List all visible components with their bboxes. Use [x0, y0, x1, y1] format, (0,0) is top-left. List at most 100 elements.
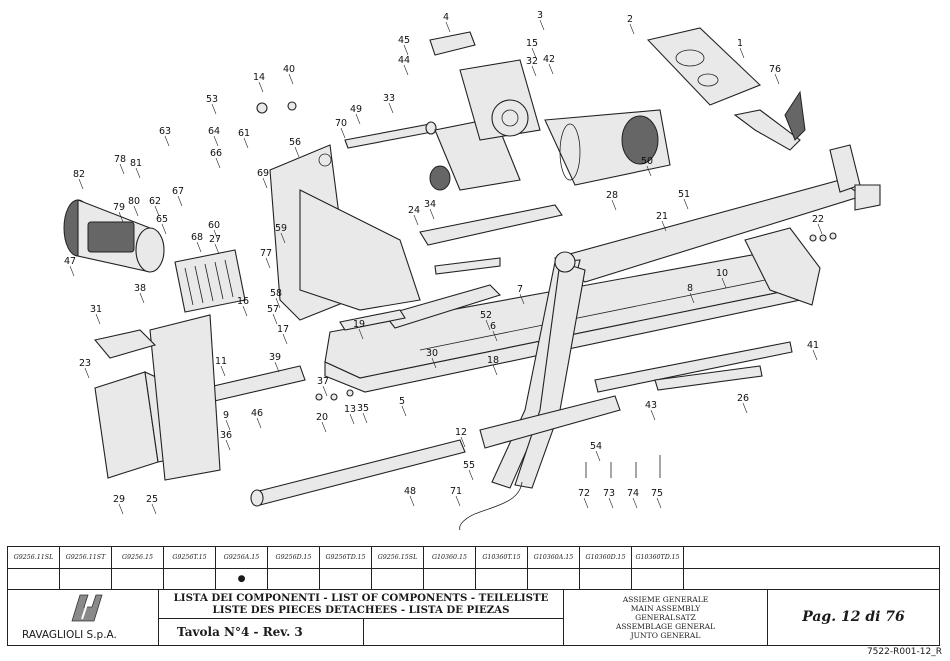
- leader-line-82: [78, 178, 84, 190]
- assembly-fr: ASSEMBLAGE GENERAL: [615, 621, 716, 631]
- callout-4: 4: [443, 12, 449, 23]
- callout-13: 13: [344, 404, 356, 415]
- callout-64: 64: [208, 126, 220, 137]
- model-mark-cell: [320, 568, 372, 589]
- model-code-cell: G10360T.15: [476, 547, 528, 568]
- component-list-line-2: LISTE DES PIECES DETACHEES - LISTA DE PI…: [212, 603, 510, 616]
- callout-25: 25: [146, 494, 158, 505]
- model-mark-cell: [580, 568, 632, 589]
- slide-52: [384, 284, 502, 329]
- callout-40: 40: [283, 64, 295, 75]
- callout-14: 14: [253, 72, 265, 83]
- leader-line-22: [817, 223, 823, 235]
- model-code-cell: G10360TD.15: [632, 547, 684, 568]
- assembly-name: ASSIEME GENERALE MAIN ASSEMBLY GENERALSA…: [564, 589, 768, 645]
- leader-line-11: [220, 365, 226, 377]
- assembly-de: GENERALSATZ: [635, 612, 696, 622]
- callout-75: 75: [651, 488, 663, 499]
- callout-81: 81: [130, 158, 142, 169]
- callout-11: 11: [215, 356, 227, 367]
- callout-45: 45: [398, 35, 410, 46]
- leader-line-13: [349, 413, 355, 425]
- callout-46: 46: [251, 408, 263, 419]
- model-spare-cell: [684, 547, 939, 568]
- callout-33: 33: [383, 93, 395, 104]
- callout-69: 69: [257, 168, 269, 179]
- callout-52: 52: [480, 310, 492, 321]
- model-mark-cell: [476, 568, 528, 589]
- model-mark-cell: [372, 568, 424, 589]
- model-code-cell: G9256.11SL: [8, 547, 60, 568]
- callout-73: 73: [603, 488, 615, 499]
- leader-line-2: [629, 23, 635, 35]
- callout-9: 9: [223, 410, 229, 421]
- leader-line-30: [431, 357, 437, 369]
- assembly-es: JUNTO GENERAL: [630, 630, 701, 640]
- leader-line-42: [548, 63, 554, 75]
- roller-33: [344, 121, 501, 275]
- model-marks-row: ●: [8, 567, 939, 589]
- leader-line-20: [321, 421, 327, 433]
- hydraulic-unit-47: [63, 199, 165, 273]
- callout-47: 47: [64, 256, 76, 267]
- leader-line-32: [531, 65, 537, 77]
- component-list-line-1: LISTA DEI COMPONENTI - LIST OF COMPONENT…: [173, 591, 549, 604]
- callout-79: 79: [113, 202, 125, 213]
- leader-line-53: [211, 103, 217, 115]
- callout-76: 76: [769, 64, 781, 75]
- leader-line-3: [539, 19, 545, 31]
- callout-19: 19: [353, 319, 365, 330]
- leader-line-1: [739, 47, 745, 59]
- callout-74: 74: [627, 488, 639, 499]
- callout-77: 77: [260, 248, 272, 259]
- leader-line-74: [632, 497, 638, 509]
- leader-line-68: [196, 241, 202, 253]
- model-mark-cell: [164, 568, 216, 589]
- tool-arm-76: [733, 109, 801, 151]
- leader-line-57: [272, 313, 278, 325]
- callout-62: 62: [149, 196, 161, 207]
- leader-line-66: [215, 157, 221, 169]
- frame-plate-56: [269, 144, 421, 321]
- assembly-it: ASSIEME GENERALE: [622, 594, 709, 604]
- model-mark-cell: [424, 568, 476, 589]
- leader-line-67: [177, 195, 183, 207]
- callout-31: 31: [90, 304, 102, 315]
- callout-28: 28: [606, 190, 618, 201]
- page-number: Pag. 12 di 76: [802, 609, 905, 625]
- leader-line-9: [225, 419, 231, 431]
- model-code-cell: G9256.15SL: [372, 547, 424, 568]
- leader-line-41: [812, 349, 818, 361]
- roller-46: [201, 365, 306, 404]
- callout-17: 17: [277, 324, 289, 335]
- leader-line-34: [429, 208, 435, 220]
- leader-line-17: [282, 333, 288, 345]
- rail-41: [594, 341, 793, 393]
- model-mark-cell: [8, 568, 60, 589]
- leader-line-79: [118, 211, 124, 223]
- ravaglioli-logo-icon: [71, 594, 103, 622]
- callout-5: 5: [399, 396, 405, 407]
- leader-line-60: [213, 229, 219, 241]
- leader-line-81: [135, 167, 141, 179]
- model-code-cell: G10360A.15: [528, 547, 580, 568]
- leader-line-29: [118, 503, 124, 515]
- model-code-cell: G10360.15: [424, 547, 476, 568]
- plate-34: [419, 204, 563, 246]
- plate-31: [93, 329, 157, 359]
- model-code-cell: G10360D.15: [580, 547, 632, 568]
- leader-line-26: [742, 402, 748, 414]
- callout-39: 39: [269, 352, 281, 363]
- callout-57: 57: [267, 304, 279, 315]
- model-mark-cell: [112, 568, 164, 589]
- leader-line-12: [460, 436, 466, 448]
- model-mark-cell: [632, 568, 684, 589]
- leader-line-55: [468, 469, 474, 481]
- guard-38: [174, 249, 246, 313]
- leader-line-15: [531, 47, 537, 59]
- leader-line-36: [225, 439, 231, 451]
- callout-51: 51: [678, 189, 690, 200]
- callout-16: 16: [237, 296, 249, 307]
